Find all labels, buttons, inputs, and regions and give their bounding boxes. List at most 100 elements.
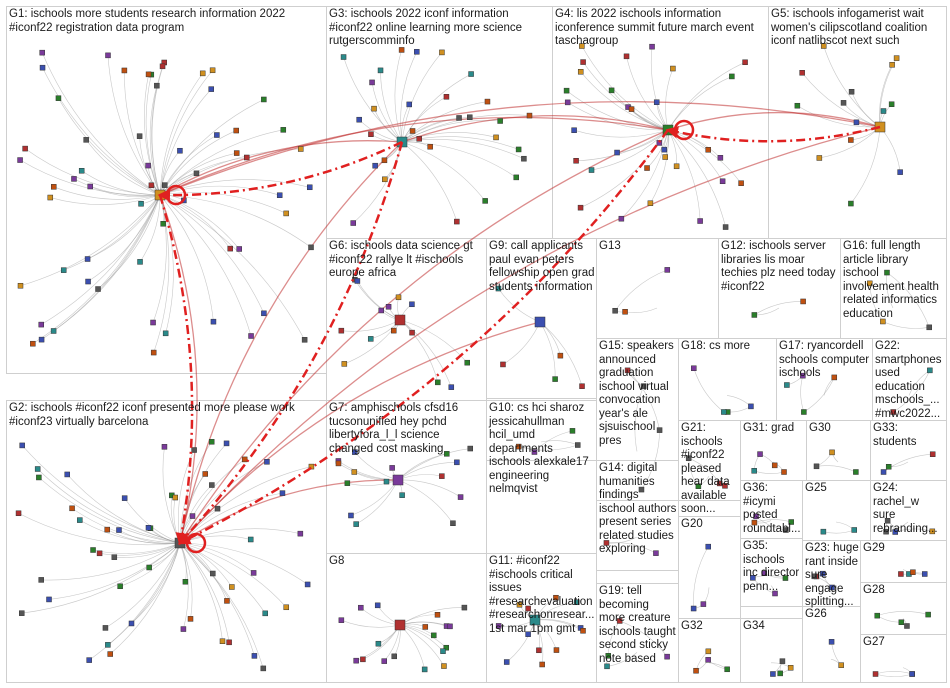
- node-g5: [888, 101, 895, 107]
- node-g1: [162, 330, 169, 337]
- node-g1: [233, 127, 239, 134]
- edge-g19: [607, 620, 620, 656]
- edge-g1: [107, 55, 161, 196]
- node-g4: [580, 59, 586, 65]
- node-g24: [884, 517, 891, 524]
- node-g35: [782, 575, 789, 581]
- edge-g1: [159, 99, 264, 196]
- node-g8: [447, 623, 453, 630]
- node-g2: [107, 651, 113, 657]
- group-cell-g35: [740, 538, 803, 607]
- node-g1: [150, 319, 156, 326]
- edge-g1: [159, 152, 237, 196]
- node-g11: [503, 659, 510, 665]
- edge-g1: [159, 88, 212, 196]
- node-g31: [781, 469, 787, 475]
- edge-g7: [397, 474, 442, 481]
- node-g2: [260, 665, 267, 672]
- node-g8: [440, 648, 446, 654]
- node-g18: [691, 365, 697, 372]
- node-g2: [279, 490, 286, 496]
- node-g1: [210, 318, 217, 325]
- edge-g35: [752, 577, 776, 594]
- edge-g2: [38, 477, 181, 544]
- edge-g3: [401, 136, 519, 150]
- node-g10: [569, 428, 576, 434]
- node-g1: [276, 192, 283, 198]
- edge-g15: [627, 370, 660, 431]
- node-g6: [367, 336, 374, 342]
- edge-g5: [879, 126, 901, 173]
- edge-g7: [397, 479, 461, 498]
- node-g9: [579, 383, 585, 389]
- node-g19: [604, 663, 610, 670]
- node-g2: [104, 526, 110, 533]
- edge-g1: [159, 73, 203, 196]
- node-g7: [335, 460, 342, 467]
- edge-g22: [893, 370, 931, 413]
- node-g11: [516, 602, 523, 608]
- group-cell-g25: [802, 480, 871, 541]
- edge-g1: [139, 194, 161, 263]
- edge-g2: [41, 542, 181, 581]
- node-g2: [96, 550, 103, 557]
- node-g31: [757, 451, 763, 457]
- node-g1: [236, 246, 242, 252]
- node-g11: [525, 605, 531, 612]
- node-g31: [751, 468, 757, 474]
- node-g1: [47, 194, 54, 201]
- group-cell-g27: [860, 634, 947, 683]
- node-g2: [34, 466, 41, 472]
- group-cell-g34: [740, 618, 803, 683]
- edge-g27: [875, 673, 913, 678]
- node-g36: [788, 519, 794, 525]
- edge-g16: [882, 321, 930, 329]
- node-g4: [649, 43, 655, 50]
- edge-g9: [539, 321, 556, 380]
- edge-g2: [124, 497, 181, 544]
- node-g12: [800, 298, 806, 305]
- cross-edge-g1-g5: [159, 101, 881, 196]
- edge-g21: [688, 457, 720, 484]
- node-g2: [247, 536, 254, 543]
- node-g2: [202, 471, 209, 477]
- node-g4: [661, 146, 667, 153]
- node-g6: [448, 384, 455, 390]
- edge-g3: [401, 139, 525, 159]
- group-cell-g2: [6, 400, 327, 683]
- edge-g4: [650, 46, 669, 131]
- node-g1: [71, 176, 77, 182]
- node-g5: [848, 200, 854, 207]
- cross-edge-g1-g2: [159, 194, 198, 544]
- node-g6: [385, 303, 392, 310]
- node-g5: [848, 88, 855, 95]
- edge-g12: [754, 307, 780, 316]
- edge-g2: [105, 542, 181, 629]
- node-g1: [159, 63, 166, 70]
- node-g27: [872, 671, 879, 677]
- edge-g7: [356, 479, 399, 525]
- edge-g28: [877, 611, 929, 616]
- edge-g1: [159, 70, 213, 196]
- group-cell-g23: [802, 540, 861, 607]
- node-g33: [885, 463, 892, 470]
- edge-g1: [159, 192, 287, 214]
- node-g1: [22, 145, 28, 152]
- arrow-g1-to-g2: [158, 194, 194, 546]
- edge-g3: [380, 70, 403, 143]
- node-g8: [360, 656, 366, 663]
- node-g6: [378, 307, 384, 314]
- node-g2: [161, 444, 168, 450]
- edge-layer: [18, 45, 933, 678]
- node-g5: [893, 55, 900, 61]
- node-g8: [374, 602, 381, 609]
- node-g1: [162, 182, 168, 188]
- node-g2: [297, 530, 304, 537]
- node-g30: [813, 463, 820, 470]
- node-g1: [208, 86, 214, 92]
- node-g1: [227, 245, 233, 252]
- edge-g3: [401, 101, 488, 143]
- group-cell-g16: [840, 238, 947, 339]
- node-g1: [248, 333, 254, 339]
